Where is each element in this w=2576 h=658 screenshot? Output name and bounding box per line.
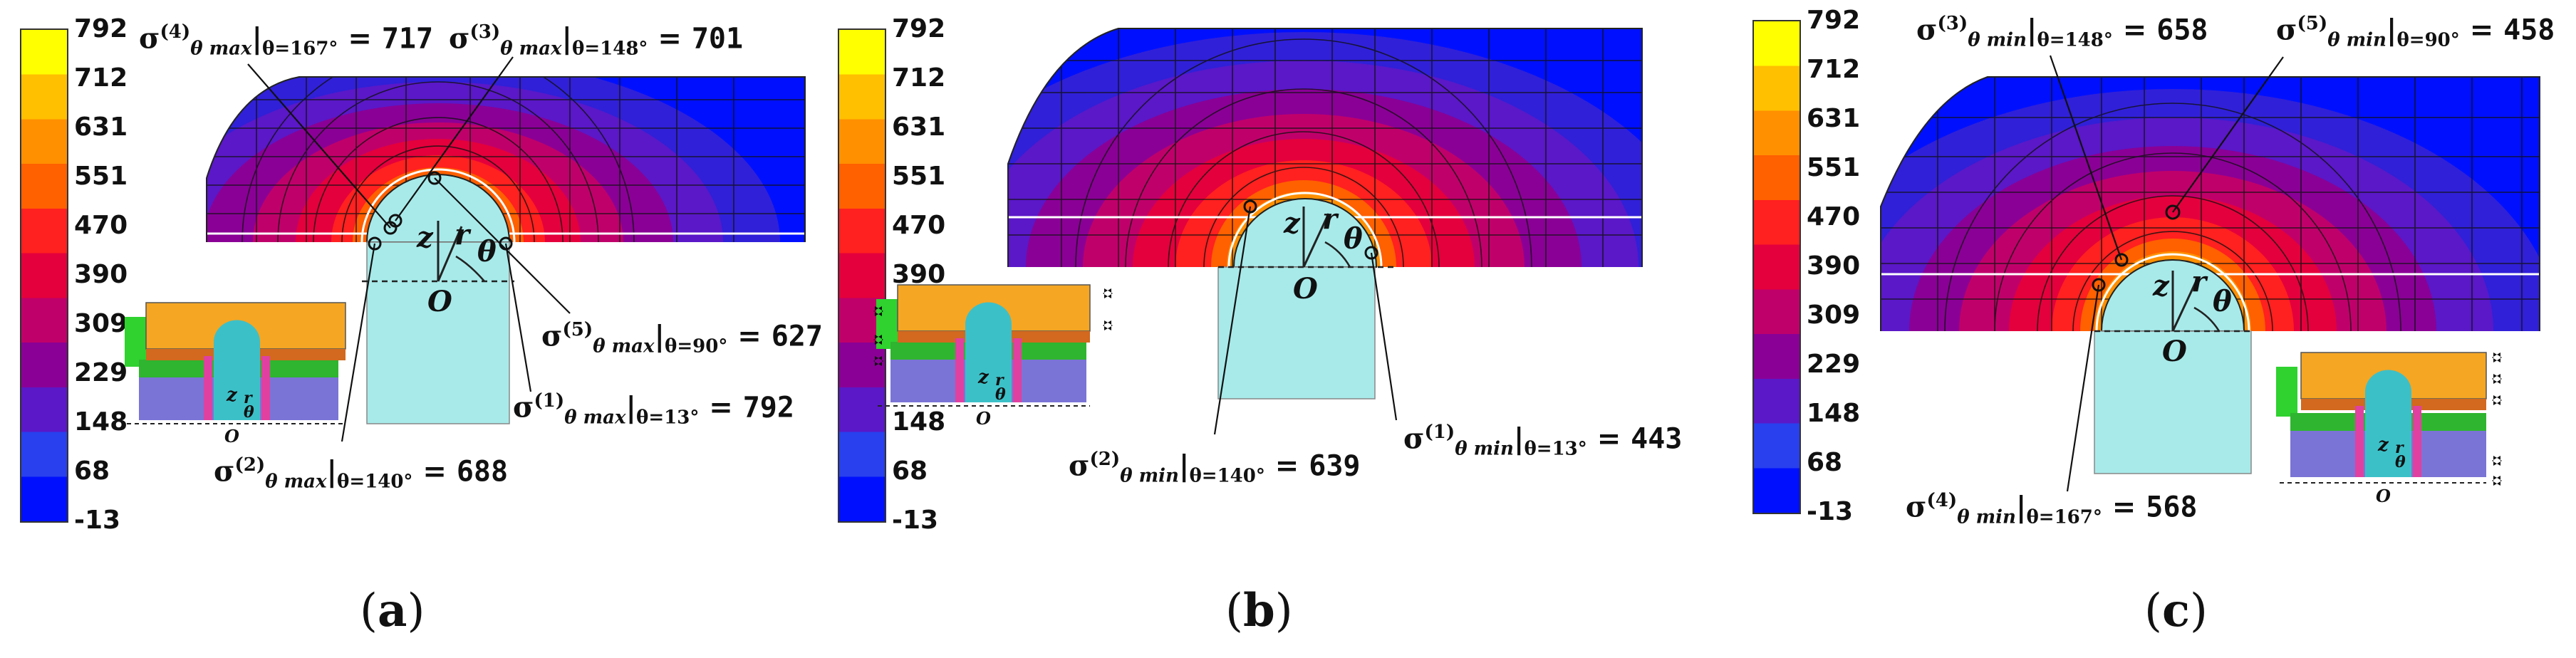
colorbar: [838, 28, 886, 523]
inset-theta-label: θ: [995, 385, 1006, 404]
inset-origin-label: O: [976, 408, 991, 429]
colorbar-tick-label: 712: [74, 63, 128, 93]
inset-z-label: z: [2378, 434, 2389, 456]
colorbar-tick-label: 68: [892, 456, 928, 486]
colorbar-tick-label: 229: [1807, 350, 1861, 379]
theta-label: θ: [477, 235, 497, 268]
annotation-sigma-max-5: σ(5)θ max|θ=90° = 627: [541, 319, 823, 357]
colorbar-tick-label: 792: [892, 14, 946, 43]
theta-label: θ: [1344, 222, 1363, 256]
panel-label-c: (c): [2144, 584, 2208, 637]
origin-label: O: [2162, 335, 2187, 368]
colorbar-tick-label: -13: [1807, 497, 1854, 526]
colorbar-tick-label: 792: [74, 14, 128, 43]
colorbar-tick-label: 390: [892, 260, 946, 289]
colorbar-tick-label: 792: [1807, 6, 1861, 35]
colorbar-tick-label: 309: [74, 309, 128, 338]
colorbar-tick-label: 551: [74, 162, 128, 191]
inset-r-label: r: [244, 389, 252, 407]
inset-theta-label: θ: [2395, 453, 2406, 471]
colorbar-tick-label: 631: [892, 113, 946, 142]
inset-joint-sketch: [2276, 352, 2502, 486]
colorbar-tick-label: 148: [74, 407, 128, 437]
colorbar: [20, 28, 68, 523]
stress-contour-plot: [125, 56, 806, 442]
colorbar-tick-label: 551: [1807, 153, 1861, 182]
colorbar-tick-label: 631: [74, 113, 128, 142]
inset-r-label: r: [995, 371, 1004, 390]
annotation-sigma-max-1: σ(1)θ max|θ=13° = 792: [513, 390, 794, 429]
colorbar-tick-label: 712: [1807, 55, 1861, 84]
colorbar-tick-label: 470: [1807, 202, 1861, 231]
origin-label: O: [1293, 272, 1318, 306]
z-axis-label: z: [1284, 207, 1300, 240]
z-axis-label: z: [2153, 269, 2169, 303]
annotation-sigma-min-3: σ(3)θ min|θ=148° = 658: [1916, 13, 2208, 51]
inset-z-label: z: [227, 385, 237, 406]
panel-label-a: (a): [360, 584, 425, 637]
inset-origin-label: O: [224, 426, 239, 446]
annotation-sigma-min-5: σ(5)θ min|θ=90° = 458: [2276, 13, 2555, 51]
annotation-sigma-min-1: σ(1)θ min|θ=13° = 443: [1403, 422, 1683, 460]
stress-contour-plot: [873, 28, 1643, 435]
panel-c: 792 712 631 551 470 390 309 229 148 68 -13: [1745, 0, 2576, 658]
r-axis-label: r: [1322, 202, 1338, 236]
annotation-sigma-max-2: σ(2)θ max|θ=140° = 688: [214, 454, 509, 493]
stress-contour-plot: [1880, 55, 2540, 492]
colorbar-tick-label: 470: [892, 211, 946, 240]
colorbar-tick-label: 712: [892, 63, 946, 93]
r-axis-label: r: [2191, 265, 2207, 298]
panel-a: 792 712 631 551 470 390 309 229 148 68 -13: [0, 0, 855, 658]
annotation-sigma-min-4: σ(4)θ min|θ=167° = 568: [1906, 490, 2198, 528]
colorbar-tick-label: 551: [892, 162, 946, 191]
colorbar-tick-label: 68: [1807, 448, 1843, 477]
colorbar-tick-label: 309: [1807, 301, 1861, 330]
origin-label: O: [427, 285, 452, 318]
colorbar-tick-label: 470: [74, 211, 128, 240]
inset-joint-sketch: [125, 302, 346, 424]
annotation-sigma-max-4: σ(4)θ max|θ=167° = 717: [139, 21, 434, 60]
colorbar-tick-label: 229: [74, 358, 128, 387]
z-axis-label: z: [417, 221, 433, 254]
inset-theta-label: θ: [244, 403, 254, 422]
annotation-sigma-max-3: σ(3)θ max|θ=148° = 701: [449, 21, 744, 60]
colorbar-tick-label: -13: [74, 506, 121, 535]
colorbar-tick-label: -13: [892, 506, 939, 535]
inset-joint-sketch: [873, 284, 1113, 407]
r-axis-label: r: [455, 218, 470, 251]
inset-origin-label: O: [2376, 486, 2391, 506]
panel-label-b: (b): [1225, 584, 1293, 637]
inset-r-label: r: [2395, 439, 2404, 457]
inset-z-label: z: [978, 367, 989, 388]
colorbar-tick-label: 390: [74, 260, 128, 289]
colorbar-tick-label: 631: [1807, 104, 1861, 133]
colorbar-tick-label: 68: [74, 456, 110, 486]
colorbar: [1752, 20, 1801, 514]
colorbar-tick-label: 148: [892, 407, 946, 437]
annotation-sigma-min-2: σ(2)θ min|θ=140° = 639: [1069, 449, 1361, 487]
theta-label: θ: [2213, 285, 2232, 318]
colorbar-tick-label: 390: [1807, 251, 1861, 281]
colorbar-tick-label: 148: [1807, 399, 1861, 428]
